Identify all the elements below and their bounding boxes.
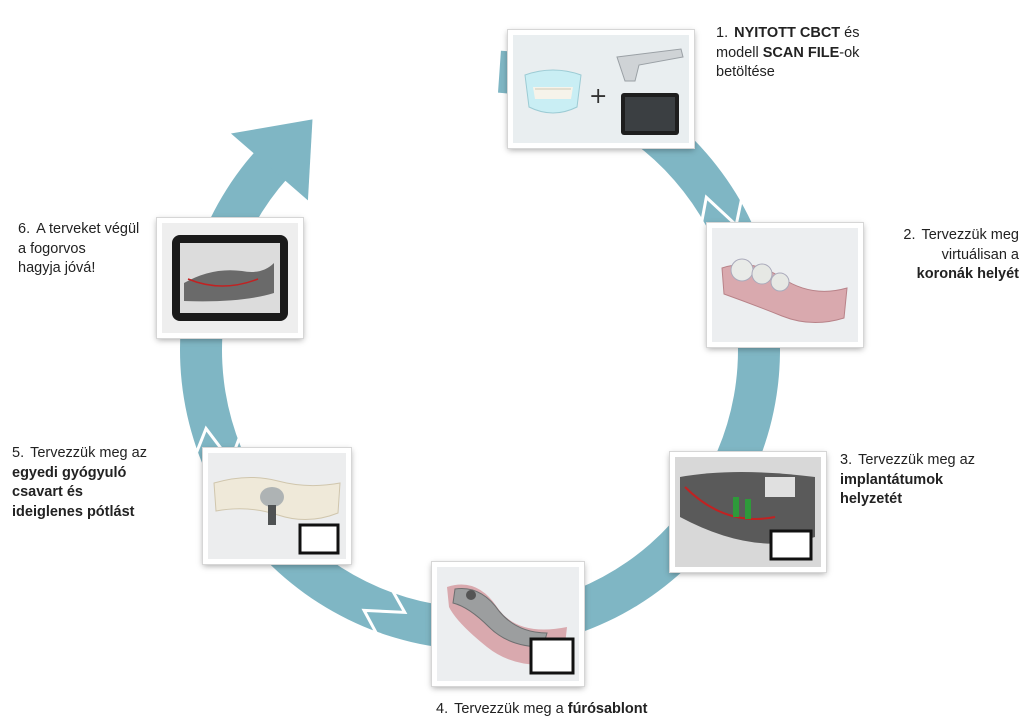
- step-caption-text: helyzetét: [840, 491, 903, 508]
- cycle-arrow-head: [230, 119, 313, 201]
- step-caption-text: virtuálisan a: [941, 246, 1019, 263]
- step-caption-text: Tervezzük meg: [921, 227, 1019, 243]
- step-3-caption: 3. Tervezzük meg az implantátumok helyzetét: [840, 451, 1020, 510]
- step-1-caption: 1. NYITOTT CBCT és modell SCAN FILE-ok betö…: [716, 24, 926, 83]
- step-number: 1.: [716, 25, 729, 41]
- ring-divider: [700, 194, 744, 228]
- step-caption-text: Tervezzük meg a: [454, 701, 568, 717]
- step-number: 2.: [903, 227, 916, 243]
- step-number: 6.: [18, 221, 31, 237]
- virtual-crowns-model-icon: [712, 228, 858, 342]
- step-caption-text: betöltése: [716, 64, 775, 81]
- step-caption-text: Tervezzük meg az: [858, 452, 975, 468]
- step-3-image: [670, 452, 826, 572]
- step-5-image: [203, 448, 351, 564]
- step-caption-text: -ok: [839, 44, 860, 61]
- step-number: 5.: [12, 445, 25, 461]
- step-caption-text: implantátumok: [840, 471, 944, 488]
- healing-abutment-temporary-icon: [208, 453, 346, 559]
- step-caption-text: és: [840, 25, 860, 41]
- step-5-caption: 5. Tervezzük meg az egyedi gyógyuló csavart…: [12, 444, 198, 522]
- step-caption-text: Tervezzük meg az: [30, 445, 147, 461]
- ring-divider: [361, 589, 408, 635]
- step-caption-text: NYITOTT CBCT: [734, 25, 841, 41]
- step-number: 3.: [840, 452, 853, 468]
- tablet-approval-icon: [162, 223, 298, 333]
- step-2-image: [707, 223, 863, 347]
- step-number: 4.: [436, 701, 449, 717]
- step-caption-text: egyedi gyógyuló: [12, 464, 127, 481]
- drill-guide-model-icon: [437, 567, 579, 681]
- step-caption-text: ideiglenes pótlást: [12, 503, 135, 520]
- step-4-caption: 4. Tervezzük meg a fúrósablont: [436, 700, 696, 720]
- step-caption-text: koronák helyét: [916, 266, 1019, 283]
- step-caption-text: modell: [716, 44, 763, 61]
- step-caption-text: SCAN FILE: [762, 44, 840, 61]
- step-2-caption: 2. Tervezzük meg virtuálisan a koronák hely…: [873, 226, 1019, 285]
- step-caption-text: A terveket végül: [36, 221, 140, 237]
- cbct-scan-devices-icon: +: [513, 35, 689, 143]
- step-6-caption: 6. A terveket végül a fogorvos hagyja jóvá!: [18, 220, 158, 279]
- svg-text:+: +: [589, 84, 607, 109]
- step-caption-text: csavart és: [12, 484, 83, 501]
- step-1-image: +: [508, 30, 694, 148]
- step-caption-text: fúrósablont: [567, 701, 648, 717]
- step-6-image: [157, 218, 303, 338]
- step-caption-text: a fogorvos: [18, 240, 86, 257]
- implant-planning-cbct-icon: [675, 457, 821, 567]
- step-caption-text: hagyja jóvá!: [18, 260, 96, 277]
- step-4-image: [432, 562, 584, 686]
